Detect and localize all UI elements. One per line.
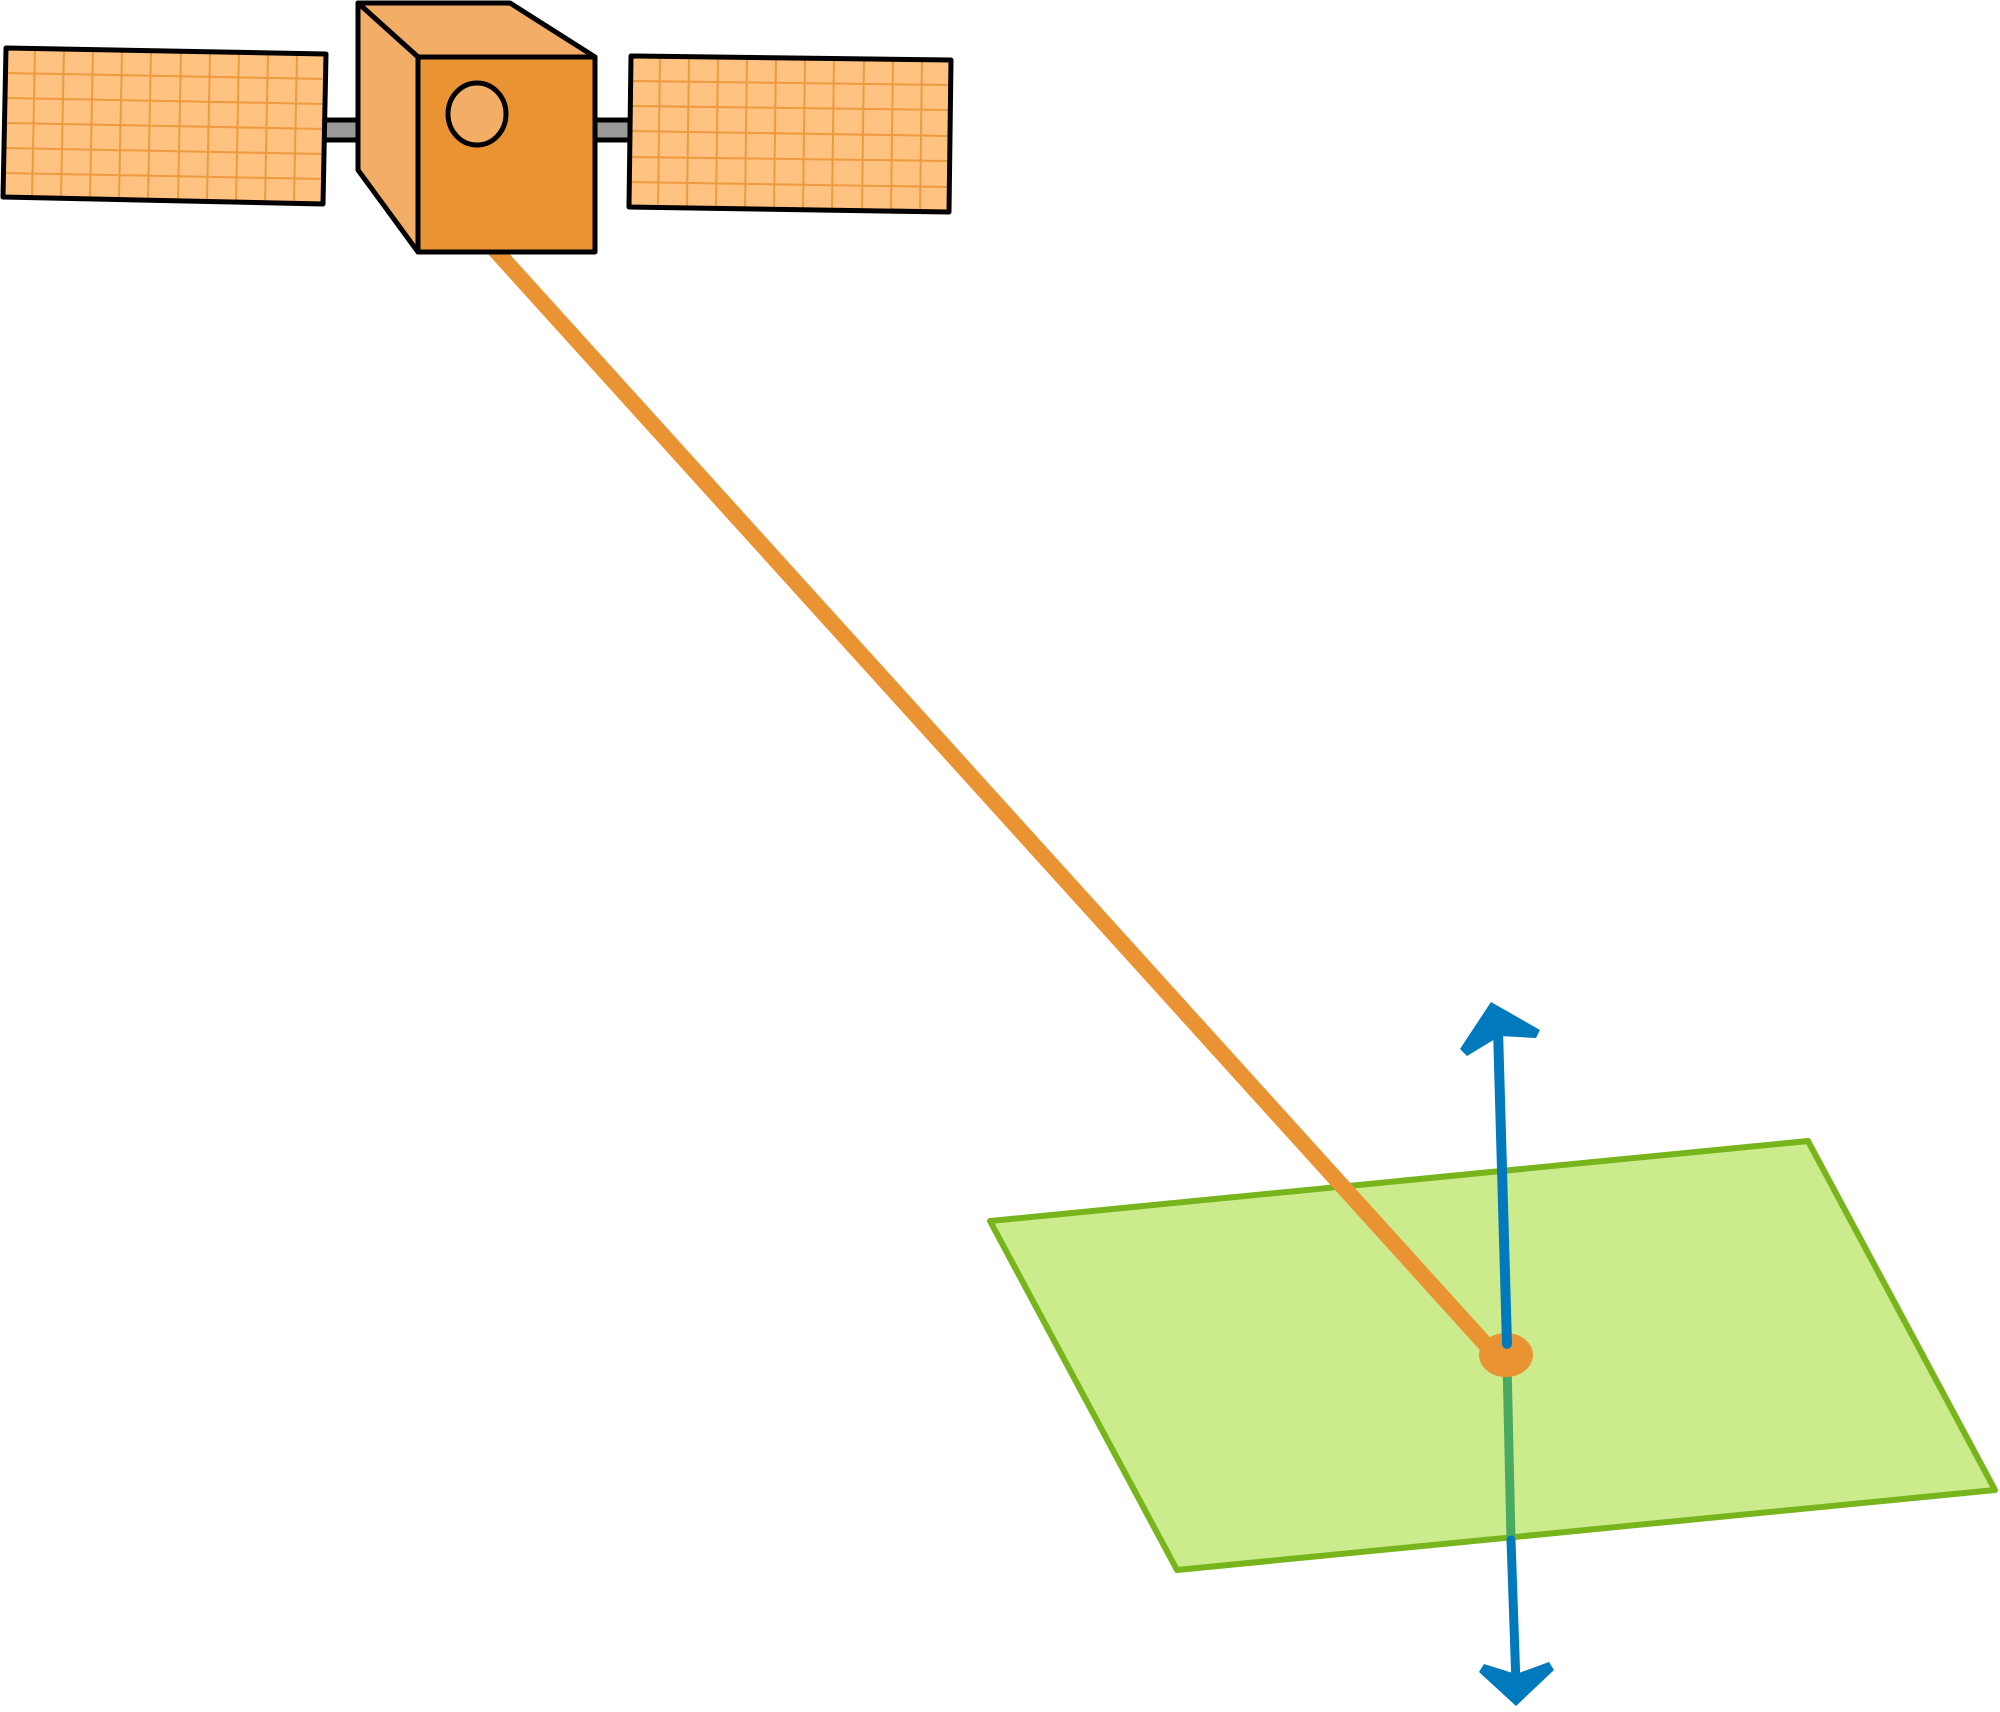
satellite-icon <box>0 0 954 255</box>
left-solar-panel <box>0 45 329 207</box>
satellite-bus-front <box>415 54 598 255</box>
arrowhead-up-icon <box>1460 1002 1540 1056</box>
normal-shaft-upper <box>1493 1025 1512 1349</box>
target-point <box>1479 1333 1533 1377</box>
normal-shaft-bottom <box>1506 1535 1521 1689</box>
arrowhead-down-icon <box>1479 1662 1554 1706</box>
line-of-sight-beam <box>488 243 1505 1365</box>
normal-shaft-lower <box>1502 1357 1516 1545</box>
surface-normal-double-arrow <box>1479 1357 1554 1706</box>
surface-normal-upper <box>1460 1002 1540 1349</box>
satellite-lens-icon <box>445 80 509 148</box>
right-panel-strut <box>591 117 633 143</box>
right-solar-panel <box>626 53 954 215</box>
